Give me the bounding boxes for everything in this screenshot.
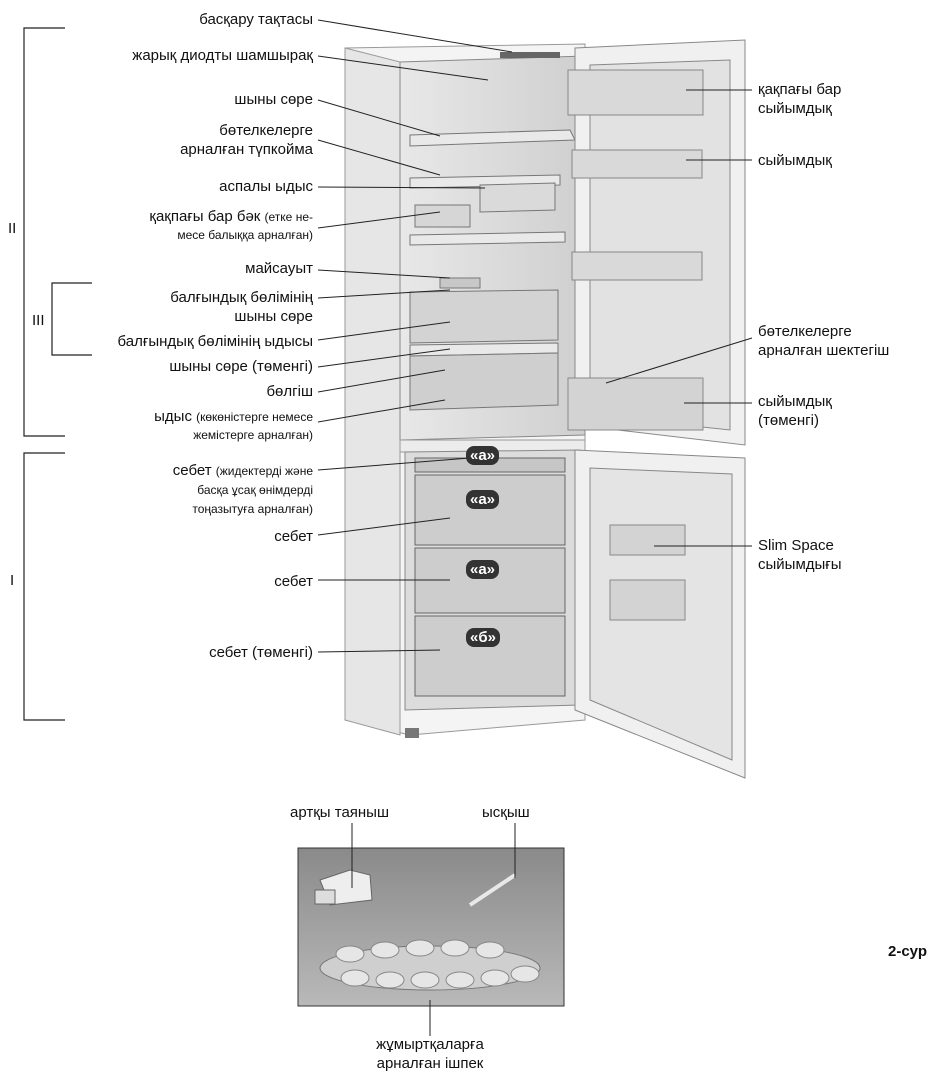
label-bottle-rack-1: бөтелкелерге <box>219 122 313 139</box>
label-lidded-container-2: сыйымдық <box>758 100 832 117</box>
label-scraper: ысқыш <box>482 804 530 821</box>
label-veg-container-2: жемістерге арналған) <box>193 428 313 442</box>
fridge-door <box>567 39 746 446</box>
label-veg-container-1: ыдыс (көкөністерге немесе <box>154 407 313 427</box>
drawer-mark-b: «б» <box>466 628 500 647</box>
label-butter-dish: майсауыт <box>245 260 313 277</box>
label-veg-container-note: (көкөністерге немесе <box>196 410 313 424</box>
section-brackets <box>23 27 92 721</box>
label-basket-2: себет <box>274 573 313 590</box>
freezer-drawers <box>414 457 566 697</box>
label-lidded-tank-1-note: (етке не- <box>264 210 313 224</box>
label-led-lamp: жарық диодты шамшырақ <box>132 47 313 64</box>
drawer-mark-a-1: «а» <box>466 446 500 465</box>
label-back-support: артқы таяныш <box>290 804 390 821</box>
label-bottle-rack-2: арналған түпкойма <box>180 141 313 158</box>
section-I: I <box>10 572 15 589</box>
label-lidded-container-1: қақпағы бар <box>758 81 842 98</box>
label-container-bottom-1: сыйымдық <box>758 393 832 410</box>
label-container: сыйымдық <box>758 152 832 169</box>
label-basket-berries-note: (жидектерді және <box>215 464 313 478</box>
leader-lines <box>317 19 753 1036</box>
label-veg-container-main: ыдыс <box>154 408 192 425</box>
label-bottle-limiter-1: бөтелкелерге <box>758 323 852 340</box>
label-glass-shelf: шыны сөре <box>234 91 313 108</box>
label-egg-tray-1: жұмыртқаларға <box>376 1036 484 1053</box>
label-basket-berries-2: басқа ұсақ өнімдерді <box>197 483 313 497</box>
label-slim-space-1: Slim Space <box>758 537 834 554</box>
label-fresh-container: балғындық бөлімінің ыдысы <box>117 333 313 350</box>
label-fresh-shelf-2: шыны сөре <box>234 308 313 325</box>
fridge-shelves <box>409 129 576 411</box>
figure-label: 2-сур <box>888 943 927 960</box>
label-bottle-limiter-2: арналған шектегіш <box>758 342 890 359</box>
label-lidded-tank-1-main: қақпағы бар бәк <box>149 208 261 225</box>
label-slim-space-2: сыйымдығы <box>758 556 842 573</box>
label-lidded-tank-2: месе балыққа арналған) <box>177 228 313 242</box>
drawer-mark-a-2: «а» <box>466 490 500 509</box>
label-fresh-shelf-1: балғындық бөлімінің <box>170 289 313 306</box>
label-basket-berries-main: себет <box>172 462 212 479</box>
label-basket-bottom: себет (төменгі) <box>209 644 313 661</box>
label-lidded-tank-1: қақпағы бар бәк (етке не- <box>149 207 313 227</box>
label-glass-shelf-bottom: шыны сөре (төменгі) <box>169 358 313 375</box>
section-II: II <box>8 220 17 237</box>
label-hanging-container: аспалы ыдыс <box>219 178 313 195</box>
accessories-photo <box>297 847 565 1007</box>
freezer-door <box>574 449 746 779</box>
label-basket-berries-1: себет (жидектерді және <box>173 461 313 481</box>
label-divider: бөлгіш <box>266 383 313 400</box>
label-container-bottom-2: (төменгі) <box>758 412 819 429</box>
label-basket-1: себет <box>274 528 313 545</box>
label-basket-berries-3: тоңазытуға арналған) <box>192 502 313 516</box>
label-control-panel: басқару тақтасы <box>199 11 313 28</box>
section-III: III <box>32 312 45 329</box>
label-egg-tray-2: арналған ішпек <box>376 1055 484 1072</box>
drawer-mark-a-3: «а» <box>466 560 500 579</box>
